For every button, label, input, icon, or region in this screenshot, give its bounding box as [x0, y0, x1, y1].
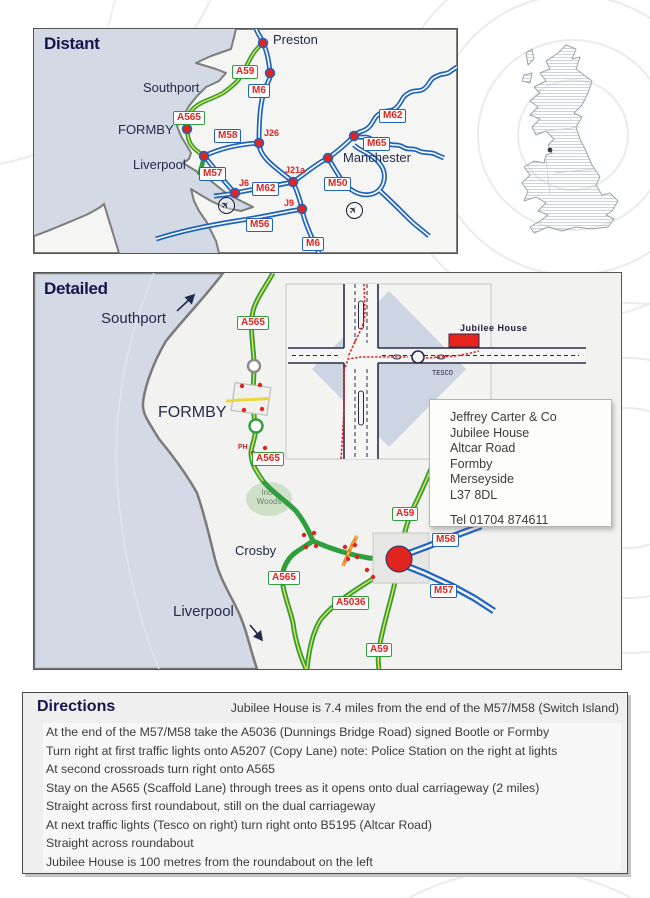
- direction-step: At second crossroads turn right onto A56…: [43, 760, 621, 779]
- direction-step: At next traffic lights (Tesco on right) …: [43, 815, 621, 834]
- directions-steps: At the end of the M57/M58 take the A5036…: [23, 719, 627, 871]
- airport-icon-liverpool: ✈: [218, 197, 235, 214]
- address-box: Jeffrey Carter & Co Jubilee House Altcar…: [429, 399, 612, 527]
- detailed-title: Detailed: [44, 279, 108, 298]
- city-liverpool: Liverpool: [133, 157, 186, 172]
- road-label-m65: M65: [363, 137, 391, 151]
- address-line: Merseyside: [450, 472, 514, 486]
- address-line: Formby: [450, 456, 493, 471]
- road-label-a565-top: A565: [237, 316, 269, 330]
- road-label-a5036: A5036: [332, 596, 370, 610]
- junction-label-j26: J26: [264, 128, 280, 138]
- airport-icon-manchester: ✈: [346, 202, 363, 219]
- road-label-m50: M50: [324, 177, 352, 191]
- distant-map-panel: Distant Preston Southport FORMBY Liverpo…: [33, 28, 458, 254]
- direction-step: Stay on the A565 (Scaffold Lane) through…: [43, 778, 621, 797]
- road-under-construction-dash: [342, 535, 358, 567]
- road-label-m57-detailed: M57: [430, 584, 458, 598]
- road-label-m6-south: M6: [302, 237, 324, 251]
- detailed-map-panel: Ince Woods: [33, 272, 622, 670]
- road-label-m58: M58: [214, 129, 242, 143]
- detailed-map-svg: Ince Woods: [34, 273, 586, 669]
- ince-woods-label-2: Woods: [257, 497, 282, 506]
- road-label-a59-top: A59: [392, 507, 419, 521]
- ince-woods-label-1: Ince: [261, 488, 277, 497]
- road-label-m62-east: M62: [379, 109, 407, 123]
- city-liverpool-detailed: Liverpool: [173, 603, 234, 620]
- switch-island-dot: [385, 545, 413, 573]
- b-road-altcar-overlay: [231, 397, 271, 402]
- pub-label: PH: [238, 444, 248, 451]
- jubilee-house-building: [448, 333, 480, 348]
- junction-label-j9: J9: [284, 198, 295, 208]
- junction-inset-diagram: TESCO: [285, 283, 586, 460]
- address-line: L37 8DL: [450, 487, 498, 502]
- road-label-a59: A59: [232, 65, 259, 79]
- traffic-light-dots: [239, 382, 376, 580]
- tesco-roundabout: [411, 350, 425, 364]
- route-line: [340, 283, 480, 460]
- directions-header: Directions Jubilee House is 7.4 miles fr…: [23, 693, 627, 719]
- uk-region-borders: [545, 126, 595, 196]
- address-line: Altcar Road: [450, 441, 516, 455]
- road-label-m6: M6: [248, 84, 270, 98]
- road-label-m58-detailed: M58: [432, 533, 460, 547]
- direction-step: Turn right at first traffic lights onto …: [43, 741, 621, 760]
- distant-title: Distant: [44, 34, 100, 53]
- direction-step: Straight across roundabout: [43, 834, 621, 853]
- road-label-m57: M57: [199, 167, 227, 181]
- directions-panel: Directions Jubilee House is 7.4 miles fr…: [22, 692, 628, 874]
- junction-dots: [181, 37, 360, 215]
- direction-arrows: [176, 293, 264, 642]
- road-label-a59-low: A59: [366, 643, 393, 657]
- road-label-a565-low: A565: [268, 571, 300, 585]
- direction-step: Straight across first roundabout, still …: [43, 797, 621, 816]
- junction-label-j21a: J21a: [285, 165, 306, 175]
- direction-step: Jubilee House is 100 metres from the rou…: [43, 852, 621, 871]
- tesco-label: TESCO: [432, 370, 453, 378]
- city-southport-detailed: Southport: [101, 310, 167, 327]
- city-crosby: Crosby: [235, 543, 277, 558]
- junction-label-j6: J6: [239, 178, 250, 188]
- address-phone: Tel 01704 874611: [450, 513, 549, 527]
- directions-title: Directions: [37, 698, 116, 715]
- roundabout-north: [246, 358, 262, 374]
- address-line: Jeffrey Carter & Co: [450, 410, 557, 424]
- city-formby-detailed: FORMBY: [158, 404, 227, 421]
- directions-intro: Jubilee House is 7.4 miles from the end …: [230, 701, 619, 715]
- city-preston: Preston: [273, 32, 318, 47]
- road-label-a565-mid: A565: [252, 452, 284, 466]
- direction-step: At the end of the M57/M58 take the A5036…: [43, 723, 621, 742]
- city-manchester: Manchester: [343, 150, 411, 165]
- road-label-m56: M56: [246, 218, 274, 232]
- uk-location-marker: [547, 147, 553, 153]
- roundabout-south: [248, 418, 264, 434]
- uk-outline-map: [521, 44, 619, 234]
- sea-and-coastline: [34, 273, 259, 669]
- city-southport: Southport: [143, 80, 200, 95]
- road-label-a565: A565: [173, 111, 205, 125]
- address-line: Jubilee House: [450, 425, 530, 440]
- road-label-m62-west: M62: [252, 182, 280, 196]
- city-formby: FORMBY: [118, 122, 174, 137]
- jubilee-house-label: Jubilee House: [460, 323, 528, 333]
- distant-map-svg: [34, 29, 457, 253]
- ince-woods-area: [246, 482, 292, 516]
